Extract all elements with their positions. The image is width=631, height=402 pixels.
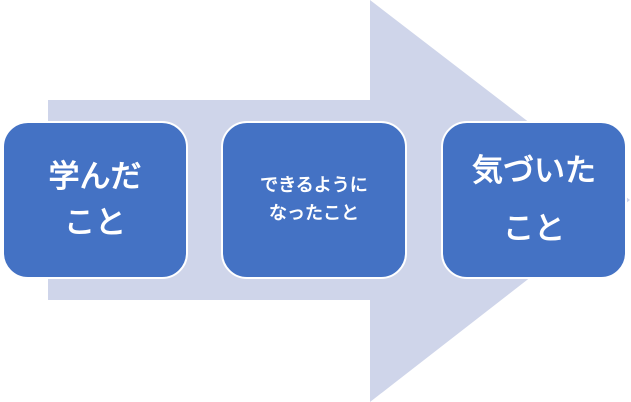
step-noticed-line1: 気づいた [472,153,596,189]
step-learned-line2: こと [64,205,126,241]
step-became-able-line1: できるように [260,175,368,196]
step-became-able-line2: なったこと [268,203,359,224]
step-noticed: 気づいたこと [441,121,627,279]
step-noticed-line2: こと [503,211,565,247]
step-became-able: できるようになったこと [221,121,407,279]
step-learned-line1: 学んだ [48,159,142,195]
step-learned: 学んだこと [2,121,188,279]
